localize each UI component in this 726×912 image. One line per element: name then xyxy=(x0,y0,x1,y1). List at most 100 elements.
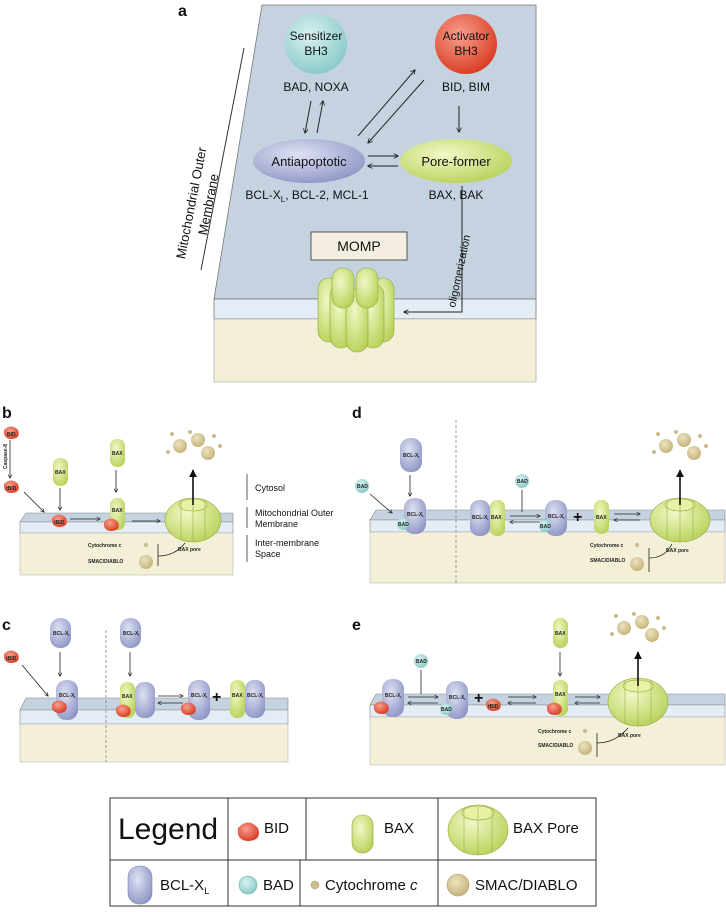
d-bclxl-label-4: BCL-XL xyxy=(548,514,565,520)
c-bax-label-2: BAX xyxy=(232,693,243,699)
c-bax-free xyxy=(230,680,245,718)
legend-grid xyxy=(109,797,597,907)
momp-label: MOMP xyxy=(337,238,381,254)
legend-bid-icon xyxy=(237,822,259,841)
legend-cytochrome-icon xyxy=(310,880,320,890)
d-bclxl-bound xyxy=(470,500,490,536)
d-bad-label-2: BAD xyxy=(398,522,409,528)
e-bclxl-label-1: BCL-XL xyxy=(385,693,402,699)
legend-bax-label: BAX xyxy=(384,820,415,837)
e-released-molecules xyxy=(610,612,666,642)
e-bax-cytosol xyxy=(553,618,568,648)
panel-c-membrane xyxy=(19,630,289,763)
panel-a-bax-pore xyxy=(317,267,395,353)
b-cytochrome-label: Cytochrome c xyxy=(88,543,122,549)
b-bax-label-2: BAX xyxy=(112,451,123,457)
b-smac-icon xyxy=(139,555,153,569)
d-bclxl-label-3: BCL-XL xyxy=(472,515,489,521)
pore-former-members: BAX, BAK xyxy=(429,188,484,202)
legend-bid-label: BID xyxy=(264,820,290,837)
b-compartment-labels: Cytosol Mitochondrial Outer Membrane Int… xyxy=(246,474,334,562)
e-cytochrome-icon xyxy=(582,728,588,734)
d-bax-pore-label: BAX pore xyxy=(666,548,689,554)
d-bad-cytosol-2 xyxy=(515,474,529,488)
b-tbid-icon xyxy=(3,480,19,493)
d-plus: + xyxy=(573,509,582,526)
b-bax-pore-label: BAX pore xyxy=(178,547,201,553)
antiapoptotic-node xyxy=(253,139,365,183)
b-bax-cytosol-1 xyxy=(53,458,68,486)
c-bclxl-bound-1 xyxy=(135,682,155,718)
d-smac-icon xyxy=(630,557,644,571)
b-bid-label: BID xyxy=(7,432,16,438)
legend-bclxl-label: BCL-XL xyxy=(160,877,210,896)
pore-former-label: Pore-former xyxy=(421,154,491,169)
e-tbid-icon-2 xyxy=(485,698,501,711)
b-cytochrome-icon xyxy=(143,542,149,548)
d-bad-membrane-2 xyxy=(539,520,551,532)
b-bax-label-3: BAX xyxy=(112,508,123,514)
c-bclxl-label-4: BCL-XL xyxy=(191,693,208,699)
legend-smac-icon xyxy=(446,873,470,897)
e-tbid-icon-3 xyxy=(546,702,562,715)
c-tbid-bclxl-icon xyxy=(180,702,196,715)
e-tbid-label-2: tBID xyxy=(488,704,499,710)
d-released-molecules xyxy=(652,430,708,460)
legend-bad-icon xyxy=(238,875,258,895)
b-tbid-bax-icon xyxy=(103,518,119,531)
svg-text:Mitochondrial Outer Memb: Mitochondrial Outer Membrane xyxy=(173,142,227,263)
c-bclxl-label-5: BCL-XL xyxy=(247,693,264,699)
c-tbid-label: tBID xyxy=(6,656,17,662)
cytosol-label: Cytosol xyxy=(255,483,285,493)
e-bad-label-2: BAD xyxy=(441,707,452,713)
ims-label-1: Inter-membrane xyxy=(255,538,319,548)
e-bax-label-1: BAX xyxy=(555,631,566,637)
c-bax-label-1: BAX xyxy=(122,694,133,700)
b-caspase-label: Caspase-8 xyxy=(3,444,9,469)
legend-title: Legend xyxy=(118,813,219,846)
d-bad-label-1: BAD xyxy=(357,484,368,490)
d-bad-cytosol xyxy=(355,479,369,493)
c-bclxl-bound-2 xyxy=(245,680,265,718)
e-cytochrome-label: Cytochrome c xyxy=(538,729,572,735)
e-bad-membrane xyxy=(440,703,452,715)
panel-label-c: c xyxy=(2,617,11,634)
legend-smac-label: SMAC/DIABLO xyxy=(475,877,578,894)
panel-label-e: e xyxy=(352,617,361,634)
legend-bclxl-icon xyxy=(127,865,153,905)
momp-box xyxy=(310,231,408,261)
c-bclxl-cytosol-1 xyxy=(50,618,71,648)
d-bax-label-2: BAX xyxy=(596,515,607,521)
d-bclxl-label-1: BCL-XL xyxy=(403,453,420,459)
b-bax-pore xyxy=(164,497,222,543)
activator-members: BID, BIM xyxy=(442,80,490,94)
e-bax-pore xyxy=(607,677,669,727)
b-tbid-label: tBID xyxy=(6,486,17,492)
d-bclxl-membrane-1 xyxy=(404,498,426,534)
sensitizer-label-2: BH3 xyxy=(304,44,328,58)
e-smac-label: SMAC/DIABLO xyxy=(538,743,573,749)
b-bid-icon xyxy=(3,426,19,439)
c-tbid-icon xyxy=(3,650,19,663)
sensitizer-members: BAD, NOXA xyxy=(283,80,348,94)
d-bad-label-3: BAD xyxy=(517,479,528,485)
legend-bad-label: BAD xyxy=(263,877,294,894)
e-plus: + xyxy=(474,690,483,707)
activator-label-1: Activator xyxy=(443,29,490,43)
activator-label-2: BH3 xyxy=(454,44,478,58)
legend-bax-pore-icon xyxy=(447,804,509,856)
legend-bax-pore-label: BAX Pore xyxy=(513,820,579,837)
d-bad-label-4: BAD xyxy=(540,524,551,530)
c-bclxl-label-2: BCL-XL xyxy=(59,693,76,699)
d-bclxl-cytosol xyxy=(400,438,422,472)
b-bax-cytosol-2 xyxy=(110,439,125,467)
antiapoptotic-members: BCL-XL, BCL-2, MCL-1 xyxy=(245,188,368,204)
d-bad-membrane-1 xyxy=(397,518,409,530)
c-bclxl-label-1: BCL-XL xyxy=(53,631,70,637)
legend-cytochrome-label: Cytochrome c xyxy=(325,877,418,894)
d-smac-label: SMAC/DIABLO xyxy=(590,558,625,564)
panel-label-b: b xyxy=(2,405,12,422)
sensitizer-label-1: Sensitizer xyxy=(290,29,343,43)
c-tbid-bax-icon xyxy=(115,704,131,717)
